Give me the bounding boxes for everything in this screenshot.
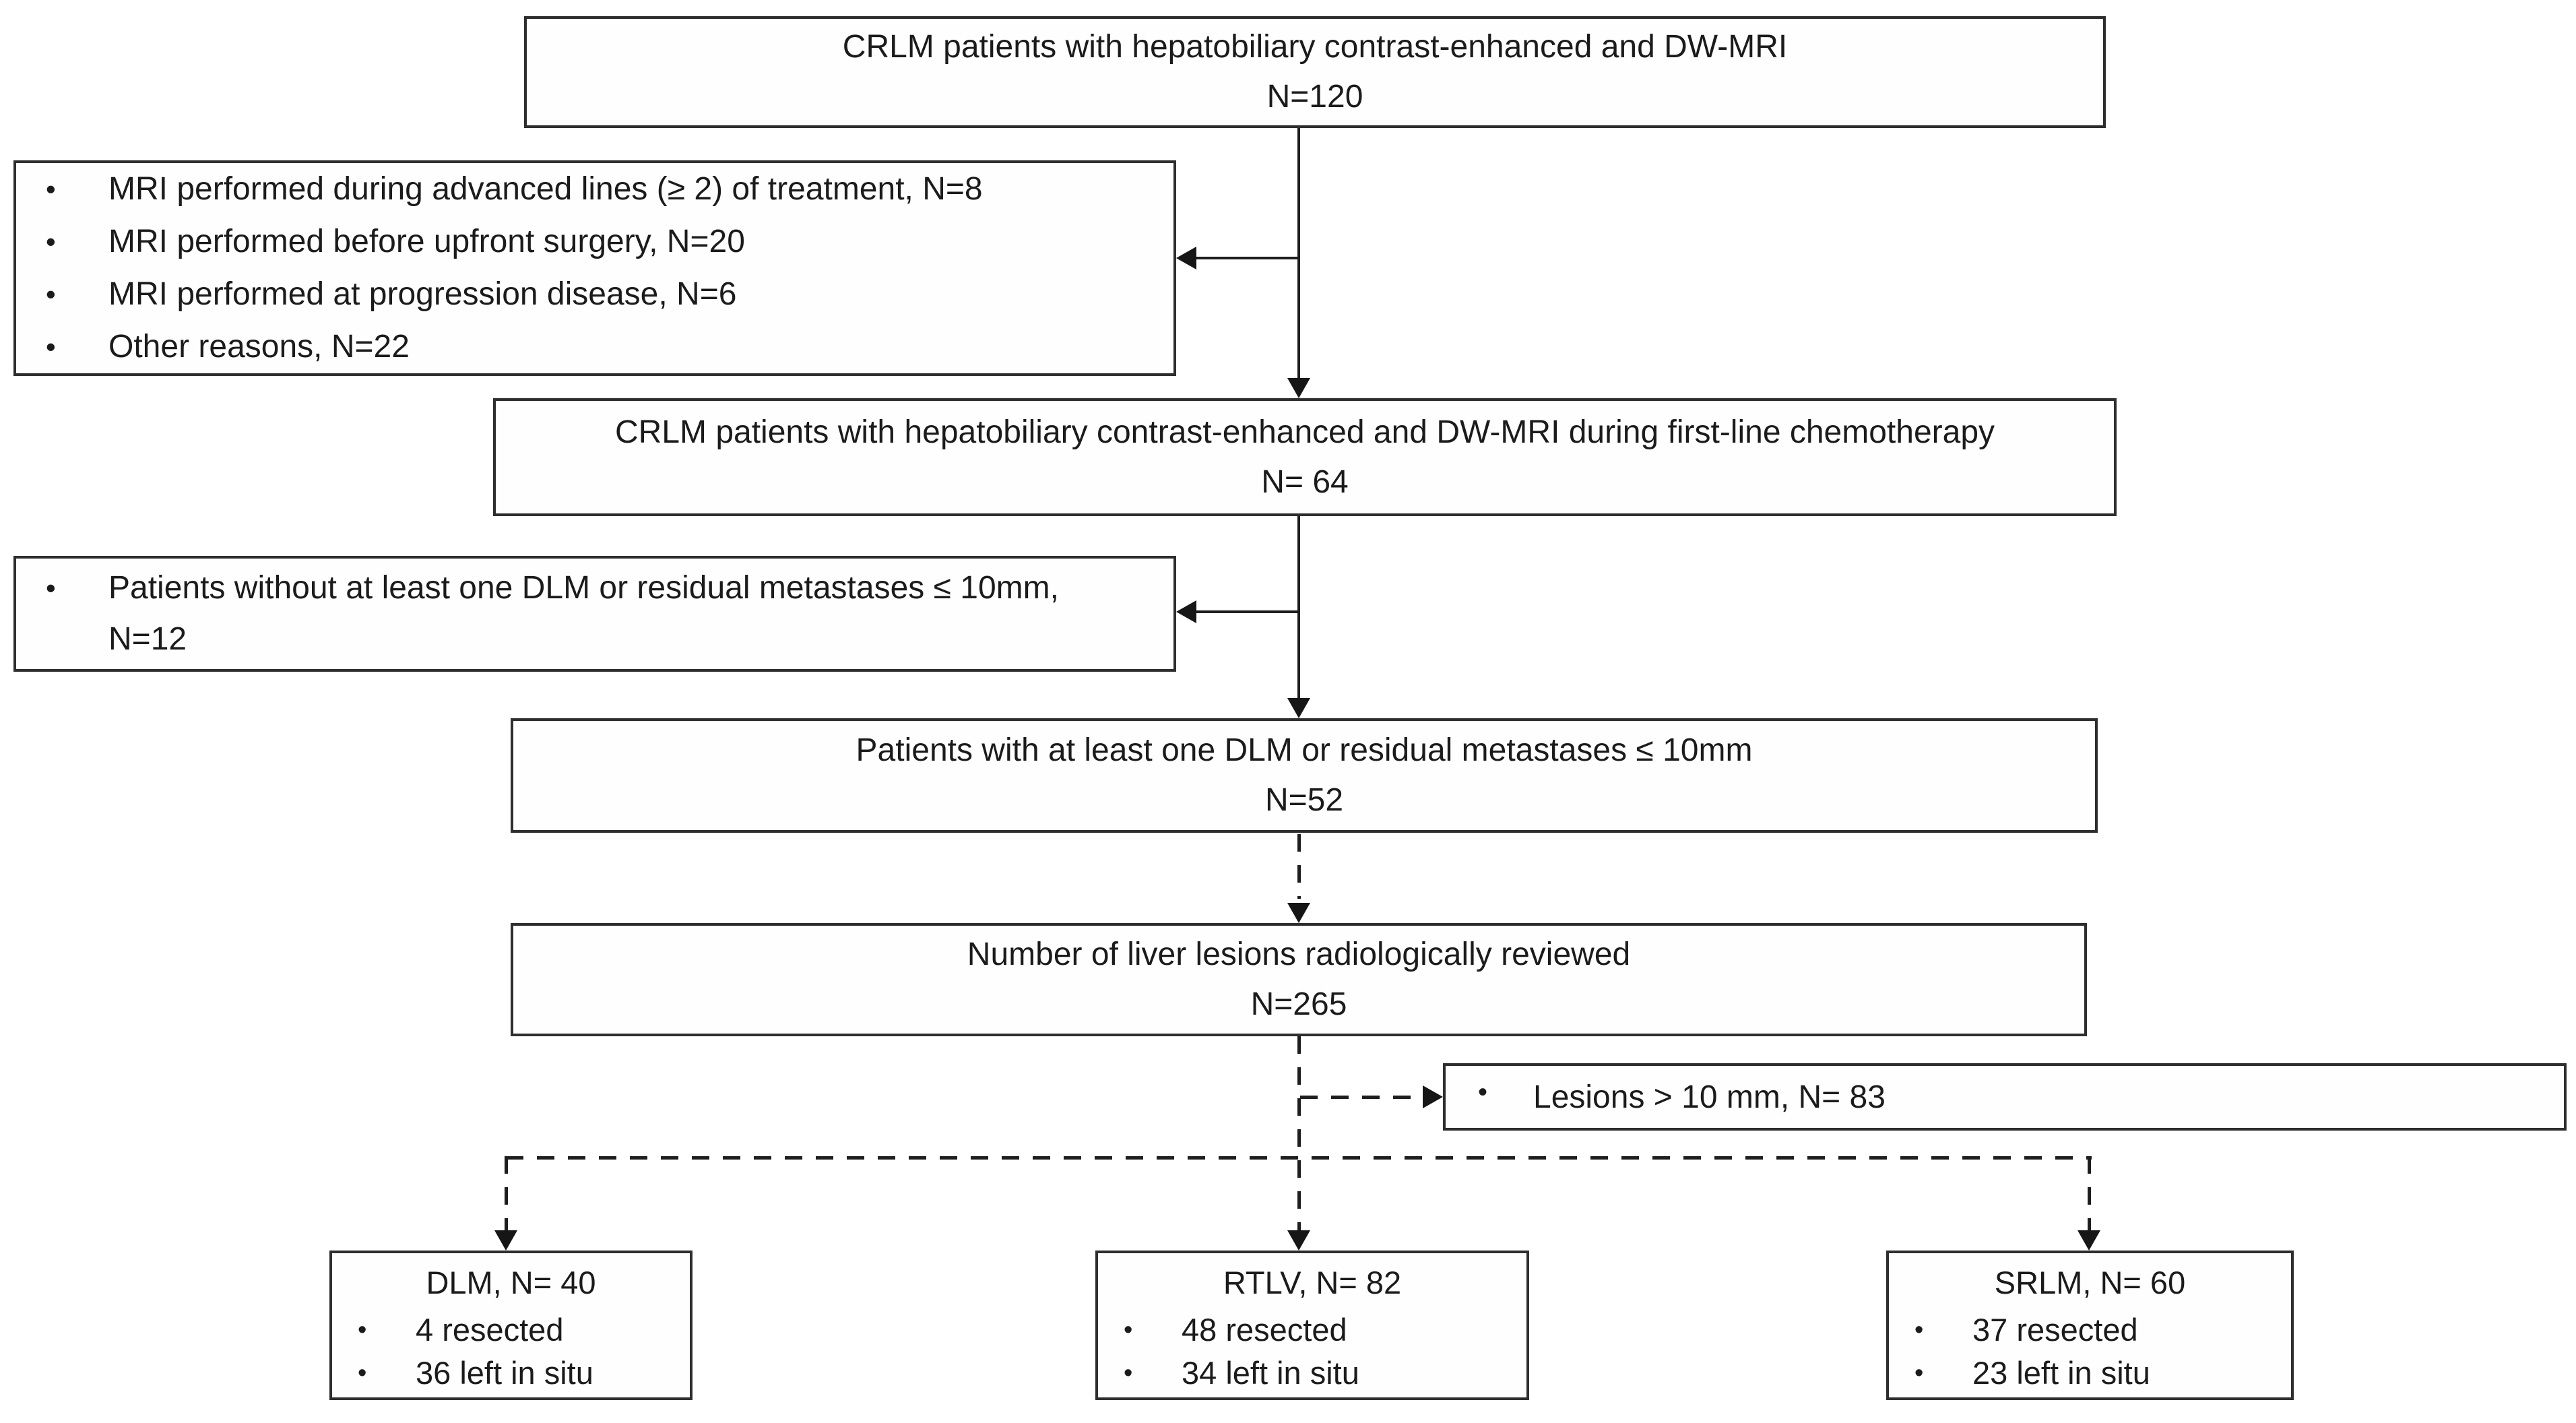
connector-split-horizontal (506, 1156, 2092, 1160)
arrowhead-down-icon (1287, 903, 1310, 923)
connector-branch-exclusion-2 (1195, 610, 1299, 613)
lesion-item-text: Lesions > 10 mm, N= 83 (1533, 1079, 1886, 1115)
exclusion-item: • MRI performed before upfront surgery, … (16, 216, 1173, 268)
bullet-dot: • (1914, 1316, 1924, 1344)
group-item: • 34 left in situ (1098, 1352, 1526, 1395)
bullet-dot: • (46, 572, 56, 604)
box-crlm-all-patients: CRLM patients with hepatobiliary contras… (524, 16, 2106, 128)
connector-dlm-to-lesions (1297, 834, 1301, 899)
box-text: CRLM patients with hepatobiliary contras… (614, 414, 1995, 450)
bullet-dot: • (1124, 1359, 1133, 1387)
exclusion-list: • MRI performed during advanced lines (≥… (16, 163, 1173, 373)
box-excluded-no-dlm: • Patients without at least one DLM or r… (13, 556, 1176, 672)
exclusion-item-text: N=12 (108, 621, 187, 657)
connector-top-to-firstline (1297, 128, 1300, 381)
arrowhead-down-icon (2078, 1230, 2100, 1251)
box-n-value: N=120 (1266, 79, 1363, 115)
connector-split-to-srlm (2088, 1156, 2091, 1230)
bullet-dot: • (46, 226, 56, 257)
connector-branch-exclusion-1 (1195, 257, 1299, 259)
group-item: • 23 left in situ (1889, 1352, 2291, 1395)
group-item: • 4 resected (332, 1308, 690, 1352)
box-dlm-group: DLM, N= 40 • 4 resected • 36 left in sit… (329, 1251, 693, 1400)
exclusion-item-text: Other reasons, N=22 (108, 329, 410, 365)
arrowhead-right-icon (1423, 1085, 1443, 1108)
arrowhead-left-icon (1176, 600, 1196, 623)
arrowhead-down-icon (494, 1230, 517, 1251)
bullet-dot: • (358, 1316, 367, 1344)
group-item: • 36 left in situ (332, 1352, 690, 1395)
exclusion-list: • Patients without at least one DLM or r… (16, 563, 1173, 665)
box-text: CRLM patients with hepatobiliary contras… (842, 29, 1788, 65)
group-item-text: 23 left in situ (1972, 1355, 2150, 1391)
exclusion-item: • MRI performed at progression disease, … (16, 268, 1173, 321)
group-item-text: 48 resected (1182, 1312, 1347, 1348)
group-title: SRLM, N= 60 (1994, 1265, 2186, 1300)
bullet-dot: • (358, 1359, 367, 1387)
group-title: RTLV, N= 82 (1223, 1265, 1402, 1300)
connector-branch-large-lesions (1300, 1096, 1423, 1099)
box-n-value: N=265 (1250, 986, 1347, 1022)
arrowhead-down-icon (1287, 698, 1310, 718)
exclusion-item-text: MRI performed during advanced lines (≥ 2… (108, 171, 983, 207)
arrowhead-left-icon (1176, 247, 1196, 270)
group-item: • 48 resected (1098, 1308, 1526, 1352)
bullet-dot: • (1914, 1359, 1924, 1387)
bullet-dot: • (1478, 1077, 1488, 1107)
group-list: • 48 resected • 34 left in situ (1098, 1308, 1526, 1395)
box-n-value: N=52 (1264, 782, 1344, 818)
bullet-dot: • (46, 278, 56, 310)
group-item-text: 34 left in situ (1182, 1355, 1359, 1391)
exclusion-item-text: Patients without at least one DLM or res… (108, 570, 1059, 606)
group-item: • 37 resected (1889, 1308, 2291, 1352)
connector-lesions-to-rtlv (1297, 1036, 1301, 1232)
arrowhead-down-icon (1287, 378, 1310, 398)
bullet-dot: • (1124, 1316, 1133, 1344)
box-text: Patients with at least one DLM or residu… (856, 732, 1753, 768)
group-list: • 37 resected • 23 left in situ (1889, 1308, 2291, 1395)
exclusion-item: • MRI performed during advanced lines (≥… (16, 163, 1173, 216)
box-srlm-group: SRLM, N= 60 • 37 resected • 23 left in s… (1886, 1251, 2294, 1400)
box-lesions-reviewed: Number of liver lesions radiologically r… (511, 923, 2087, 1036)
box-n-value: N= 64 (1261, 464, 1349, 500)
box-excluded-mri-reasons: • MRI performed during advanced lines (≥… (13, 160, 1176, 376)
group-list: • 4 resected • 36 left in situ (332, 1308, 690, 1395)
arrowhead-down-icon (1287, 1230, 1310, 1251)
exclusion-item-text: MRI performed before upfront surgery, N=… (108, 224, 745, 259)
connector-split-to-dlm (505, 1156, 508, 1230)
bullet-dot: • (46, 173, 56, 205)
box-lesions-over-10mm: • Lesions > 10 mm, N= 83 (1443, 1063, 2567, 1131)
box-text: Number of liver lesions radiologically r… (967, 937, 1631, 972)
group-item-text: 36 left in situ (416, 1355, 593, 1391)
lesion-item: • Lesions > 10 mm, N= 83 (1446, 1077, 2564, 1116)
box-dlm-patients: Patients with at least one DLM or residu… (511, 718, 2098, 833)
group-title: DLM, N= 40 (426, 1265, 596, 1300)
exclusion-item: • Patients without at least one DLM or r… (16, 563, 1173, 665)
group-item-text: 4 resected (416, 1312, 564, 1348)
connector-firstline-to-dlm (1297, 516, 1300, 698)
box-crlm-firstline-chemo: CRLM patients with hepatobiliary contras… (493, 398, 2117, 516)
box-rtlv-group: RTLV, N= 82 • 48 resected • 34 left in s… (1095, 1251, 1529, 1400)
bullet-dot: • (46, 331, 56, 362)
group-item-text: 37 resected (1972, 1312, 2138, 1348)
exclusion-item: • Other reasons, N=22 (16, 321, 1173, 373)
exclusion-item-text: MRI performed at progression disease, N=… (108, 276, 737, 312)
